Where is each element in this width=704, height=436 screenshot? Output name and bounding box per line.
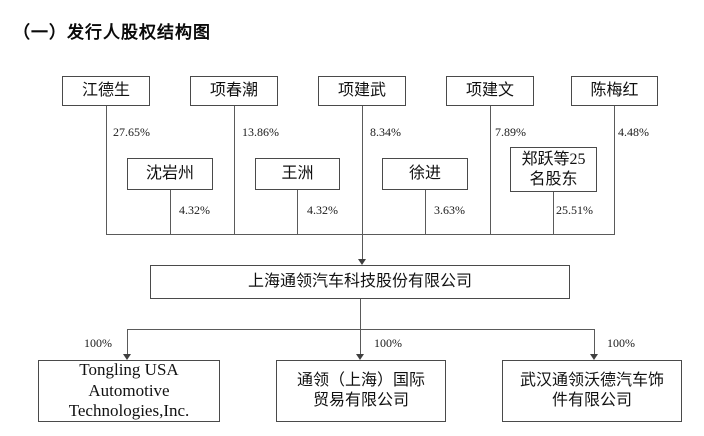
percentage-label: 4.48% — [618, 125, 649, 139]
diagram-title: （一）发行人股权结构图 — [13, 23, 211, 42]
ownership-line — [106, 106, 107, 234]
shareholder-name: 王洲 — [281, 165, 314, 182]
percentage-label: 100% — [374, 336, 402, 350]
shareholder-box-xiangjianwu: 项建武 — [318, 76, 406, 106]
shareholder-bus-line — [106, 234, 615, 235]
ownership-line — [362, 234, 363, 259]
ownership-line — [614, 106, 615, 234]
issuer-company-box: 上海通领汽车科技股份有限公司 — [150, 265, 570, 299]
subsidiary-name: 武汉通领沃德汽车饰 件有限公司 — [519, 372, 664, 409]
subsidiary-box-tongling-usa: Tongling USA Automotive Technologies,Inc… — [38, 360, 220, 422]
percentage-label: 7.89% — [495, 125, 526, 139]
percentage-label: 8.34% — [370, 125, 401, 139]
arrow-down-icon — [358, 259, 366, 265]
percentage-label: 4.32% — [307, 203, 338, 217]
ownership-line — [553, 192, 554, 234]
arrow-down-icon — [590, 354, 598, 360]
ownership-line — [297, 190, 298, 234]
subsidiary-name: 通领（上海）国际 贸易有限公司 — [296, 372, 425, 409]
ownership-line — [127, 329, 128, 354]
ownership-line — [360, 299, 361, 329]
shareholder-name: 项春潮 — [209, 82, 258, 99]
shareholder-name: 项建文 — [465, 82, 514, 99]
percentage-label: 4.32% — [179, 203, 210, 217]
ownership-line — [425, 190, 426, 234]
shareholder-name: 陈梅红 — [590, 82, 639, 99]
ownership-line — [360, 329, 361, 354]
shareholder-name: 项建武 — [337, 82, 386, 99]
shareholder-box-chenmeihong: 陈梅红 — [571, 76, 658, 106]
ownership-line — [170, 190, 171, 234]
ownership-line — [594, 329, 595, 354]
percentage-label: 100% — [84, 336, 112, 350]
shareholder-name: 沈岩州 — [145, 165, 194, 182]
issuer-company-name: 上海通领汽车科技股份有限公司 — [247, 273, 472, 290]
shareholder-box-zhengyue-25: 郑跃等25 名股东 — [510, 147, 597, 192]
ownership-line — [234, 106, 235, 234]
shareholder-box-shenyanzhou: 沈岩州 — [127, 158, 213, 190]
shareholder-box-xiangjianwen: 项建文 — [446, 76, 534, 106]
ownership-line — [362, 106, 363, 234]
percentage-label: 27.65% — [113, 125, 150, 139]
subsidiary-box-wuhan-tongling: 武汉通领沃德汽车饰 件有限公司 — [502, 360, 682, 422]
arrow-down-icon — [123, 354, 131, 360]
arrow-down-icon — [356, 354, 364, 360]
subsidiary-box-tongling-shanghai: 通领（上海）国际 贸易有限公司 — [276, 360, 446, 422]
percentage-label: 3.63% — [434, 203, 465, 217]
shareholder-name: 郑跃等25 名股东 — [521, 150, 586, 188]
percentage-label: 25.51% — [556, 203, 593, 217]
shareholder-box-xiangchunchao: 项春潮 — [190, 76, 278, 106]
shareholder-name: 江德生 — [81, 82, 130, 99]
subsidiary-bus-line — [127, 329, 595, 330]
subsidiary-name: Tongling USA Automotive Technologies,Inc… — [68, 360, 190, 421]
shareholder-name: 徐进 — [408, 165, 441, 182]
shareholder-box-jiangdesheng: 江德生 — [62, 76, 150, 106]
percentage-label: 100% — [607, 336, 635, 350]
percentage-label: 13.86% — [242, 125, 279, 139]
shareholder-box-wangzhou: 王洲 — [255, 158, 340, 190]
shareholder-box-xujin: 徐进 — [382, 158, 468, 190]
ownership-line — [490, 106, 491, 234]
